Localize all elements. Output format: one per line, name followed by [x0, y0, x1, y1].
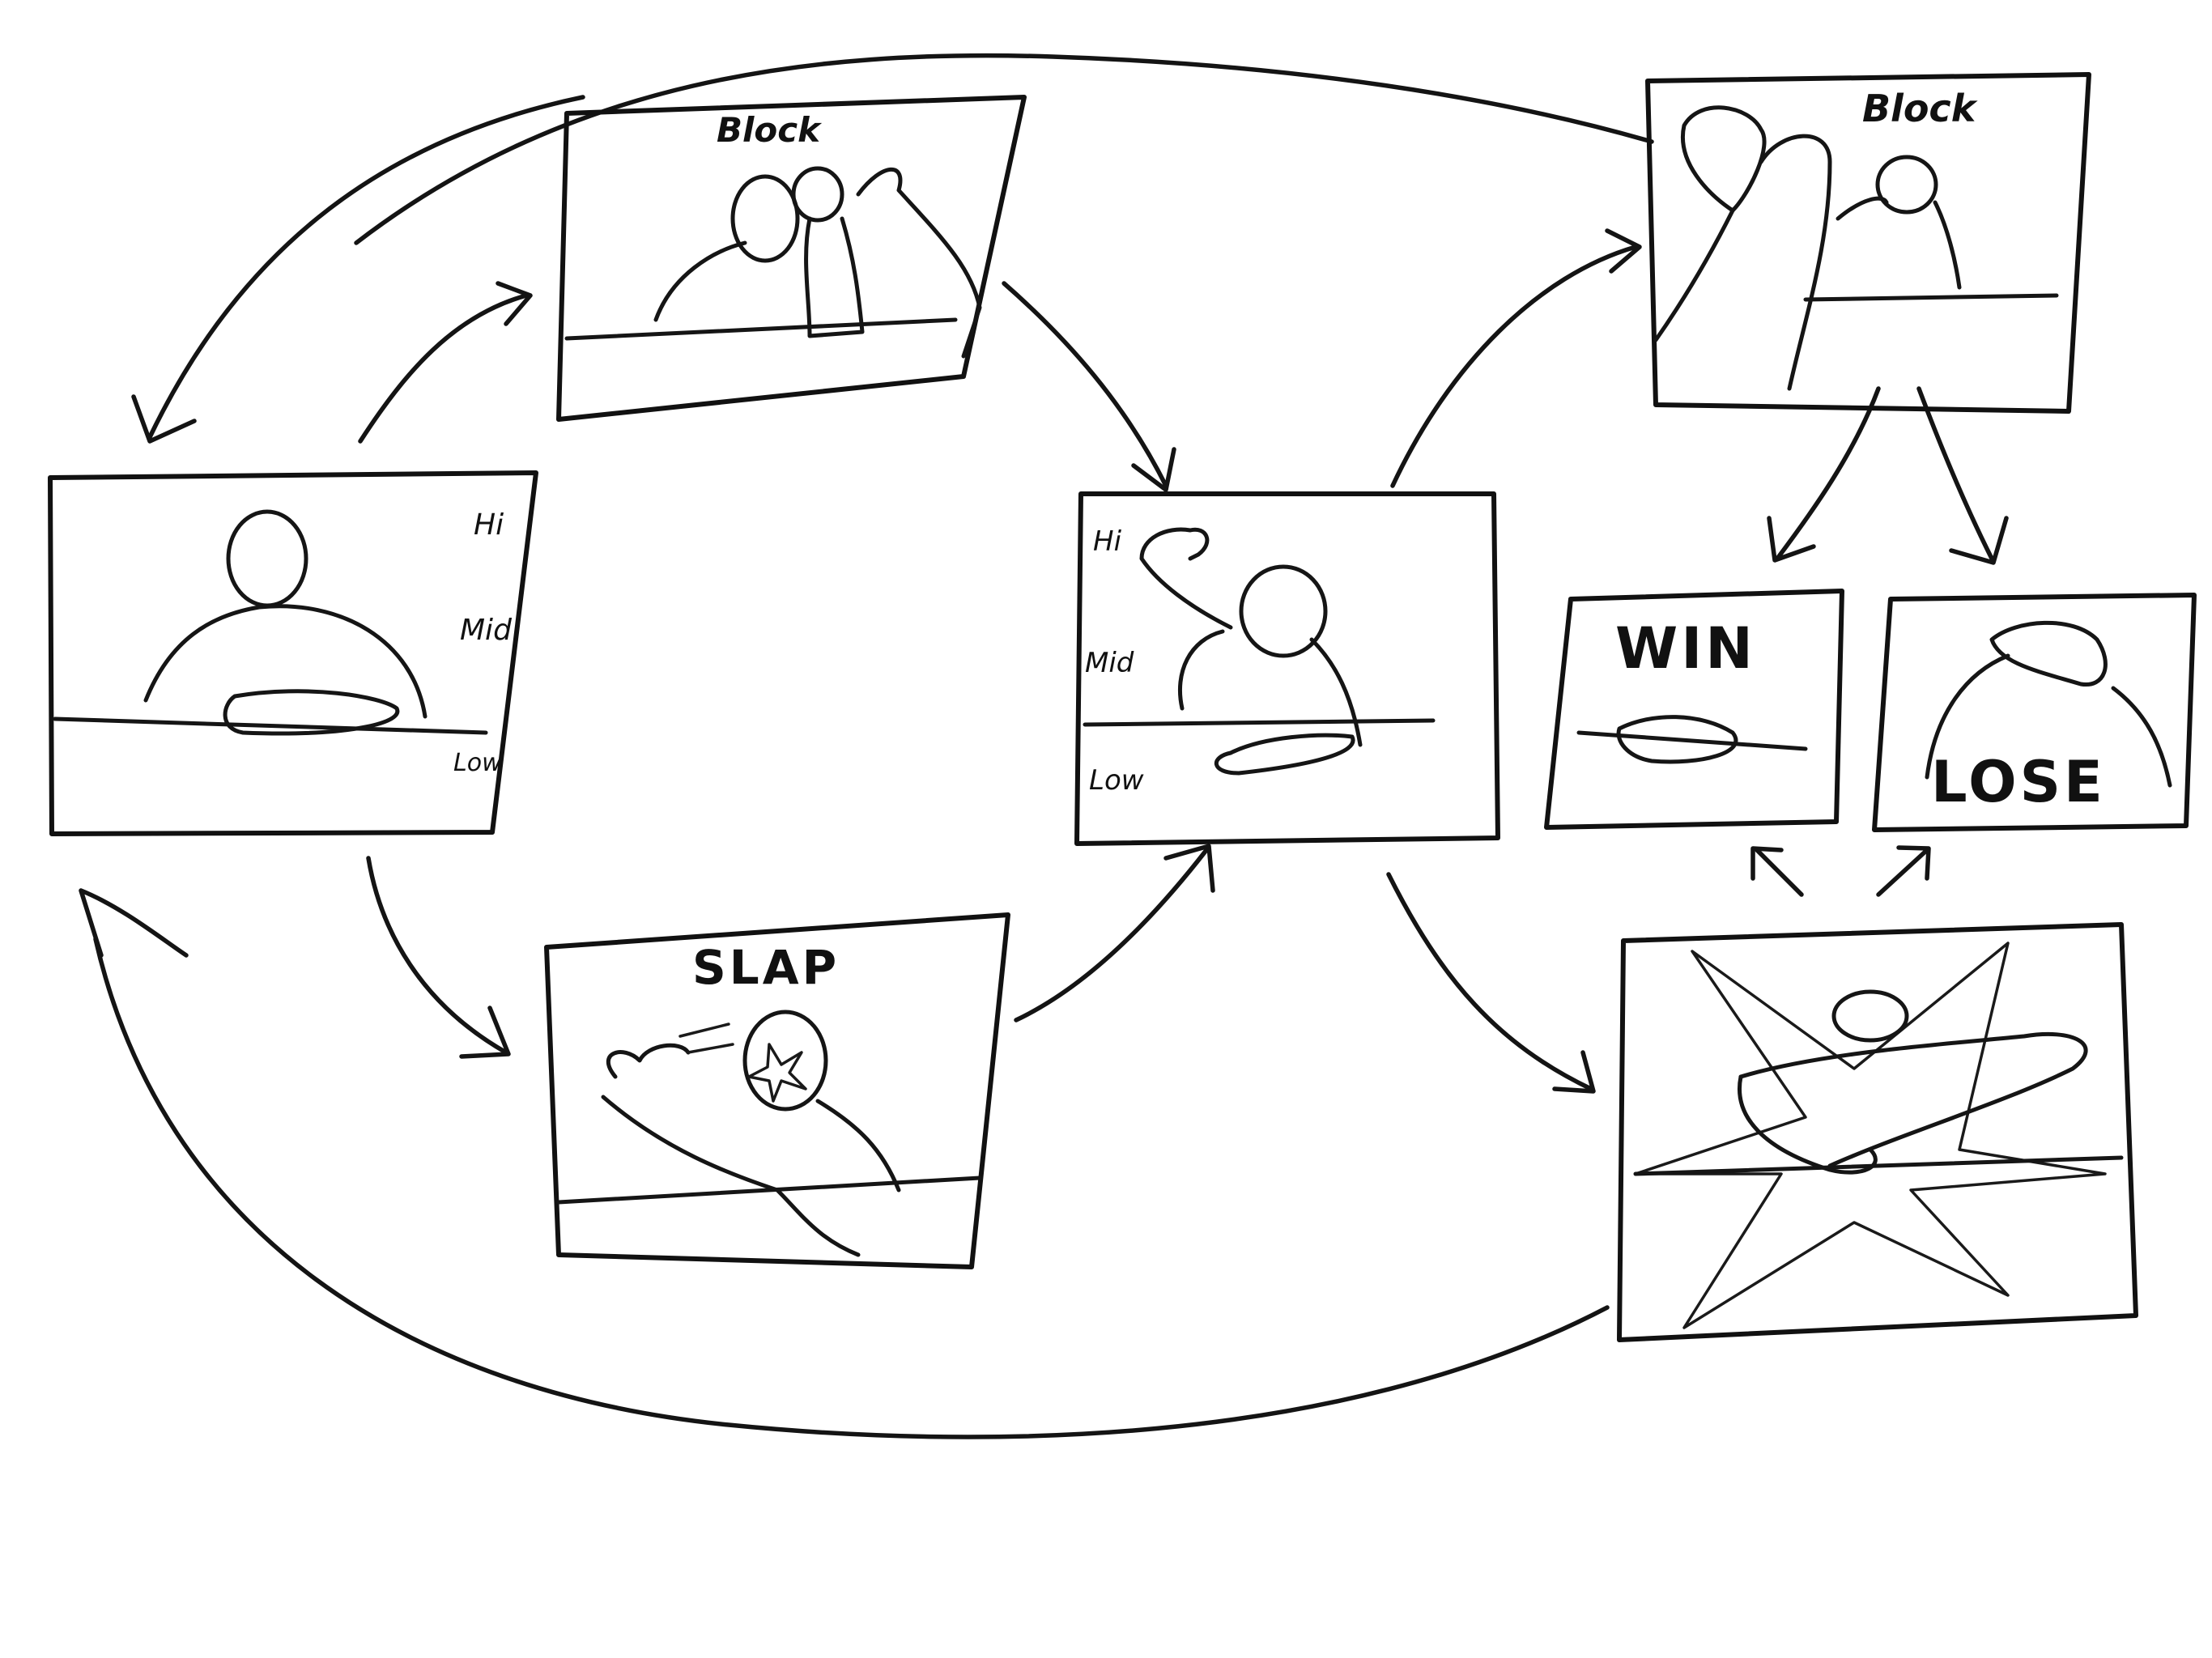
arrow-block-to-ready	[1002, 281, 1168, 488]
arrow-blockright-to-lose	[1916, 386, 1994, 561]
block-right-head	[1875, 155, 1938, 215]
arrow-clash-to-idle	[93, 937, 1610, 1439]
block-top-head	[730, 174, 800, 263]
ready-resting-arm	[1214, 733, 1355, 776]
arrow-top-arc	[354, 53, 1654, 245]
block-right-table-line	[1803, 293, 2059, 302]
slap-impact-star	[747, 1043, 807, 1103]
slap-table-line	[556, 1175, 982, 1205]
panel-ready: Hi Mid Low	[1074, 491, 1500, 846]
idle-level-low: Low	[453, 749, 502, 777]
idle-level-hi: Hi	[474, 508, 504, 542]
panel-win-frame	[1544, 589, 1844, 830]
panel-block-right: Block	[1645, 72, 2091, 414]
win-hand	[1616, 715, 1738, 764]
arrowhead-ready-bottom	[1163, 844, 1215, 893]
slap-motion-lines	[678, 1022, 734, 1054]
arrow-clash-to-win	[1755, 848, 1804, 897]
lose-label: LOSE	[1931, 749, 2106, 815]
ready-table-line	[1083, 718, 1436, 727]
ready-level-low: Low	[1089, 764, 1144, 797]
panel-slap: SLAP	[544, 912, 1010, 1269]
ready-raised-arm	[1139, 527, 1233, 630]
block-right-body	[1836, 196, 1962, 290]
idle-head	[226, 509, 308, 608]
arrow-clash-to-lose	[1876, 848, 1929, 897]
arrowhead-slap	[459, 1005, 511, 1059]
slap-label: SLAP	[692, 940, 840, 995]
idle-level-mid: Mid	[460, 614, 513, 647]
arrowhead-clash-lose	[1896, 845, 1931, 881]
block-top-label: Block	[717, 110, 823, 150]
slap-arm	[601, 1095, 861, 1257]
idle-arms	[223, 689, 400, 736]
arrow-loop-to-idle	[147, 95, 585, 440]
block-top-body	[653, 240, 747, 322]
ready-level-hi: Hi	[1093, 525, 1122, 558]
slap-body	[815, 1099, 901, 1192]
panel-idle: Hi Mid Low	[48, 470, 538, 836]
panel-block-top: Block	[556, 95, 1027, 422]
win-label: WIN	[1615, 615, 1756, 682]
panel-ready-frame	[1074, 491, 1500, 846]
block-top-table-line	[564, 317, 958, 341]
arrow-idle-to-block	[358, 293, 529, 444]
slap-head	[742, 1010, 828, 1112]
arrowhead-idle-top	[131, 394, 197, 444]
arrow-idle-to-slap	[366, 856, 508, 1055]
win-table-line	[1576, 730, 1808, 751]
clash-arm-a	[1738, 1031, 2088, 1168]
arrowhead-idle-bottom	[79, 888, 189, 958]
panel-clash	[1617, 922, 2138, 1342]
arrowhead-ready-top	[1131, 447, 1176, 492]
panel-idle-frame	[48, 470, 538, 836]
panel-slap-frame	[544, 912, 1010, 1269]
block-right-arm	[1653, 134, 1832, 391]
block-right-label: Block	[1862, 87, 1978, 130]
clash-table-line	[1633, 1155, 2124, 1176]
idle-table-line	[53, 716, 488, 735]
clash-arm-b	[1738, 1074, 1878, 1175]
arrowhead-blockright	[1605, 228, 1642, 274]
block-top-fist	[791, 166, 844, 223]
arrow-blockright-to-win	[1775, 386, 1881, 561]
panel-win: WIN	[1544, 589, 1844, 830]
slap-hand	[606, 1043, 691, 1079]
ready-body	[1177, 629, 1363, 747]
panel-block-right-frame	[1645, 72, 2091, 414]
panel-lose: LOSE	[1872, 593, 2197, 832]
arrowhead-win	[1767, 516, 1816, 563]
clash-star-burst	[1634, 942, 2107, 1329]
ready-head	[1239, 564, 1328, 658]
lose-head	[1989, 620, 2108, 687]
idle-shoulders	[143, 604, 428, 719]
panel-clash-frame	[1617, 922, 2138, 1342]
clash-head	[1831, 989, 1909, 1043]
arrowhead-lose	[1949, 516, 2009, 565]
arrow-ready-to-clash	[1386, 872, 1593, 1091]
panel-block-top-frame	[556, 95, 1027, 422]
arrow-ready-to-blockright	[1390, 244, 1638, 488]
lose-body	[1925, 653, 2172, 788]
ready-level-mid: Mid	[1085, 647, 1134, 679]
block-top-arm	[804, 216, 865, 338]
flow-arrows	[79, 53, 2009, 1439]
block-top-attacker-arm	[856, 167, 982, 359]
panel-lose-frame	[1872, 593, 2197, 832]
arrowhead-clash-win	[1750, 846, 1784, 881]
block-right-fist	[1681, 105, 1767, 213]
arrow-slap-to-ready	[1014, 848, 1209, 1022]
arrowhead-block-top	[496, 281, 533, 326]
arrowhead-clash	[1552, 1050, 1596, 1094]
